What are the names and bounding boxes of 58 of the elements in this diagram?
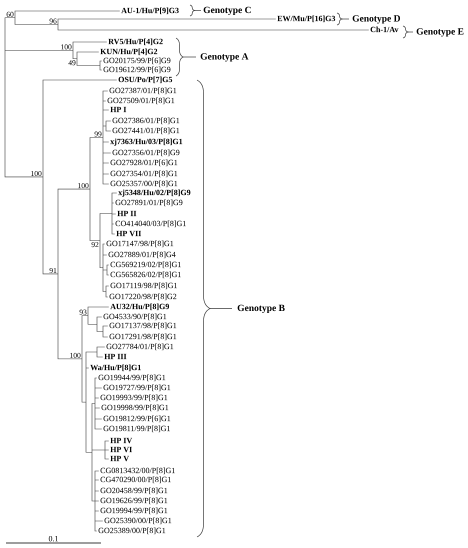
taxon-label: GO27889/01/P[8]G4 — [108, 252, 176, 258]
taxon-label: GO19727/99/P[8]G1 — [104, 384, 170, 392]
taxon-label: GO27354/01/P[8]G1 — [110, 170, 178, 178]
taxon-label: HP II — [117, 210, 136, 216]
taxon-label: GO27928/01/P[6]G1 — [110, 160, 178, 166]
taxon-label: GO19811/99/P[8]G1 — [104, 426, 170, 432]
taxon-label: Ch-1/Av — [370, 26, 398, 32]
taxon-label: GO27387/01/P[8]G1 — [110, 88, 176, 94]
taxon-label: GO25390/00/P[8]G1 — [104, 518, 172, 524]
taxon-label: GO17220/98/P[8]G2 — [110, 294, 176, 300]
taxon-label: GO19993/99/P[8]G1 — [100, 394, 168, 402]
taxon-label: CO414040/03/P[8]G1 — [116, 220, 186, 228]
taxon-label: GO4533/90/P[8]G1 — [104, 314, 166, 320]
taxon-label: AU-1/Hu/P[9]G3 — [121, 8, 179, 14]
taxon-label: GO17119/98/P[8]G1 — [110, 282, 177, 290]
genotype-label: Genotype A — [200, 53, 248, 62]
taxon-label: HP IV — [110, 438, 132, 444]
taxon-label: GO27356/01/P[8]G9 — [112, 150, 180, 156]
taxon-label: CG569219/02/P[8]G1 — [110, 262, 181, 268]
taxon-label: GO19612/99/P[6]G9 — [104, 66, 170, 74]
taxon-label: GO19944/99/P[8]G1 — [98, 374, 166, 382]
taxon-label: GO27441/01/P[8]G1 — [112, 128, 180, 134]
taxon-label: HP VI — [110, 446, 132, 452]
taxon-label: RV5/Hu/P[4]G2 — [108, 38, 163, 46]
taxon-label: KUN/Hu/P[4]G2 — [100, 48, 158, 56]
taxon-label: CG565826/02/P[8]G1 — [110, 272, 181, 278]
genotype-label: Genotype C — [204, 6, 251, 16]
taxon-label: xj5348/Hu/02/P[8]G9 — [118, 190, 190, 197]
taxon-label: GO25389/00/P[8]G1 — [98, 528, 166, 534]
taxon-label: GO19994/99/P[8]G1 — [100, 508, 168, 514]
taxon-label: GO27784/01/P[8]G1 — [106, 344, 174, 350]
scale-label: 0.1 — [48, 536, 58, 542]
taxon-label: GO19998/99/P[8]G1 — [102, 404, 168, 412]
taxon-label: GO17147/98/P[8]G1 — [106, 240, 174, 248]
taxon-label: OSU/Po/P[7]G5 — [118, 76, 172, 84]
taxon-label: GO17137/98/P[8]G1 — [110, 322, 176, 330]
taxon-label: GO27386/01/P[8]G1 — [112, 118, 180, 124]
taxon-label: EW/Mu/P[16]G3 — [277, 16, 336, 22]
taxon-label: GO27891/01/P[8]G9 — [116, 200, 182, 206]
taxon-label: HP VII — [116, 230, 142, 236]
taxon-label: GO25357/00/P[8]G1 — [110, 180, 178, 188]
taxon-label: GO27509/01/P[8]G1 — [108, 98, 174, 104]
taxon-label: CG0813432/00/P[8]G1 — [100, 468, 175, 474]
genotype-label: Genotype D — [352, 15, 400, 24]
taxon-label: CG470290/00/P[8]G1 — [100, 476, 171, 484]
genotype-label: Genotype B — [238, 304, 285, 314]
taxon-label: AU32/Hu/P[8]G9 — [110, 304, 170, 310]
taxon-label: HP I — [110, 106, 126, 112]
taxon-label: GO20458/99/P[8]G1 — [100, 488, 168, 494]
taxon-label: Wa/Hu/P[8]G1 — [90, 364, 141, 372]
taxon-label: GO19626/99/P[8]G1 — [100, 498, 168, 504]
taxon-label: GO20175/99/P[6]G9 — [104, 58, 170, 64]
taxon-label: HP V — [110, 456, 129, 462]
genotype-label: Genotype E — [416, 28, 464, 37]
taxon-label: GO17291/98/P[8]G1 — [110, 334, 176, 340]
taxon-label: xj7363/Hu/03/P[8]G1 — [110, 138, 182, 146]
taxon-label: GO19812/99/P[6]G1 — [104, 416, 170, 422]
taxon-label: HP III — [104, 354, 126, 360]
